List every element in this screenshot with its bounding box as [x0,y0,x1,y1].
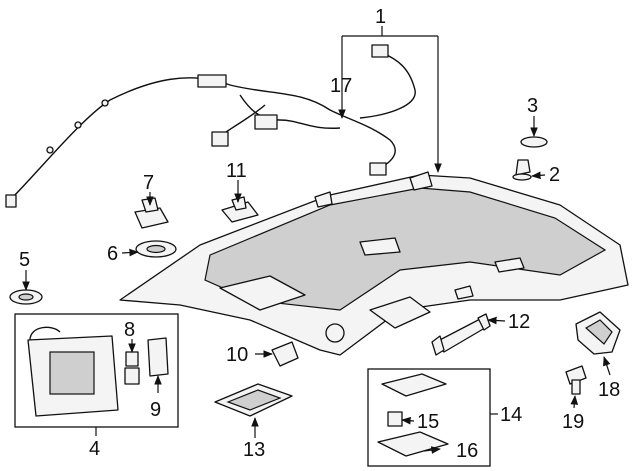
callout-14: 14 [500,404,522,426]
seal-6 [135,240,177,258]
wiring-harness [5,44,416,208]
callout-3: 3 [527,95,538,117]
callout-18: 18 [598,379,620,401]
callout-12: 12 [508,311,530,333]
bracket-18 [575,311,621,355]
callout-5: 5 [19,249,30,271]
dome-lamp-13 [214,383,293,417]
callout-13: 13 [243,439,265,461]
clip-3 [520,136,548,148]
callout-6: 6 [107,243,118,265]
leader-lines [22,26,611,454]
bolt-19 [565,365,587,395]
lamp-assembly-box [367,368,491,467]
callout-11: 11 [226,160,247,182]
callout-9: 9 [150,399,161,421]
callout-8: 8 [124,319,135,341]
bracket-11 [221,196,259,223]
callout-17: 17 [330,75,352,97]
callout-2: 2 [549,164,560,186]
callout-16: 16 [456,440,478,462]
bracket-7 [134,197,169,229]
callout-19: 19 [562,411,584,433]
grab-handle-12 [431,313,491,356]
callout-1: 1 [375,6,386,28]
callout-labels: 1 2 3 4 5 6 7 8 9 10 11 12 13 14 15 16 1… [19,6,620,462]
headliner-panel [119,171,629,356]
callout-10: 10 [226,344,248,366]
retainer-clip-2 [512,159,532,181]
callout-4: 4 [89,438,100,460]
callout-15: 15 [417,411,439,433]
clip-10 [271,341,299,367]
grommet-5 [9,289,43,305]
sunvisor-assembly-box [14,313,179,428]
callout-7: 7 [143,172,154,194]
